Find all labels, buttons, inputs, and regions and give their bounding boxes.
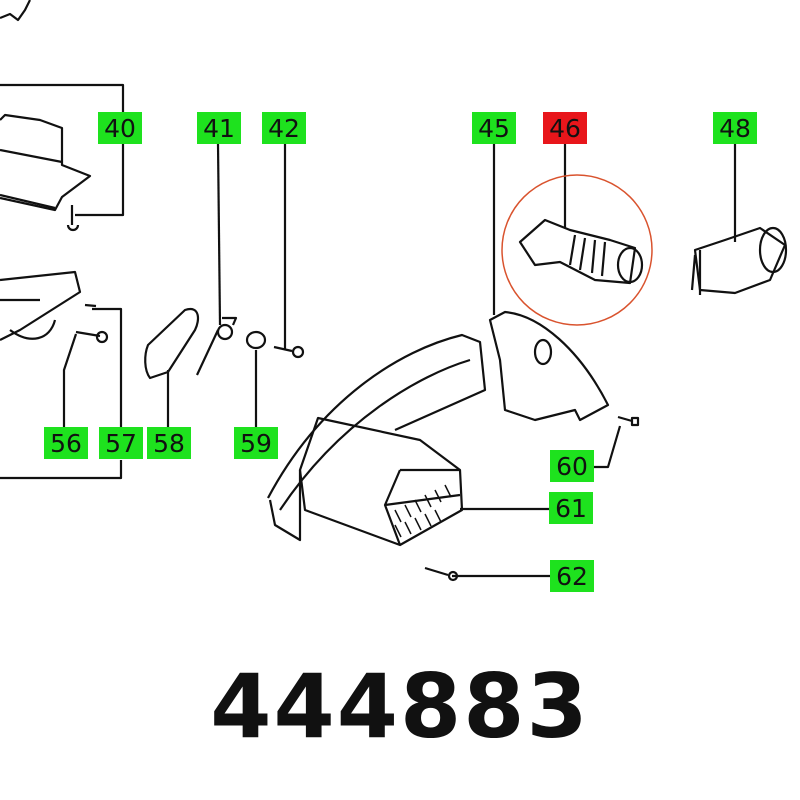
part-60-screw [617,415,640,427]
part-42-screw [273,345,305,359]
callout-60[interactable]: 60 [550,450,594,482]
part-62-screw [424,566,459,582]
part-59-bushing [245,330,267,350]
part-46-connector [518,218,644,285]
part-48-elbow [690,226,788,295]
part-41-spring [196,316,238,376]
callout-41[interactable]: 41 [197,112,241,144]
leader-lines [0,83,737,578]
callout-61[interactable]: 61 [549,492,593,524]
callout-62[interactable]: 62 [550,560,594,592]
part-base-assembly [0,270,109,344]
part-number: 444883 [210,655,590,758]
part-40-bracket [0,113,92,232]
part-61-housing [267,333,487,547]
callout-57[interactable]: 57 [99,427,143,459]
gear-fragment [0,0,31,22]
callout-46-selected[interactable]: 46 [543,112,587,144]
callout-59[interactable]: 59 [234,427,278,459]
callout-48[interactable]: 48 [713,112,757,144]
callout-56[interactable]: 56 [44,427,88,459]
callout-40[interactable]: 40 [98,112,142,144]
part-45-cover [488,310,610,422]
highlight-circle [501,174,653,326]
callout-45[interactable]: 45 [472,112,516,144]
callout-42[interactable]: 42 [262,112,306,144]
callout-58[interactable]: 58 [147,427,191,459]
part-58-plate [144,307,200,380]
